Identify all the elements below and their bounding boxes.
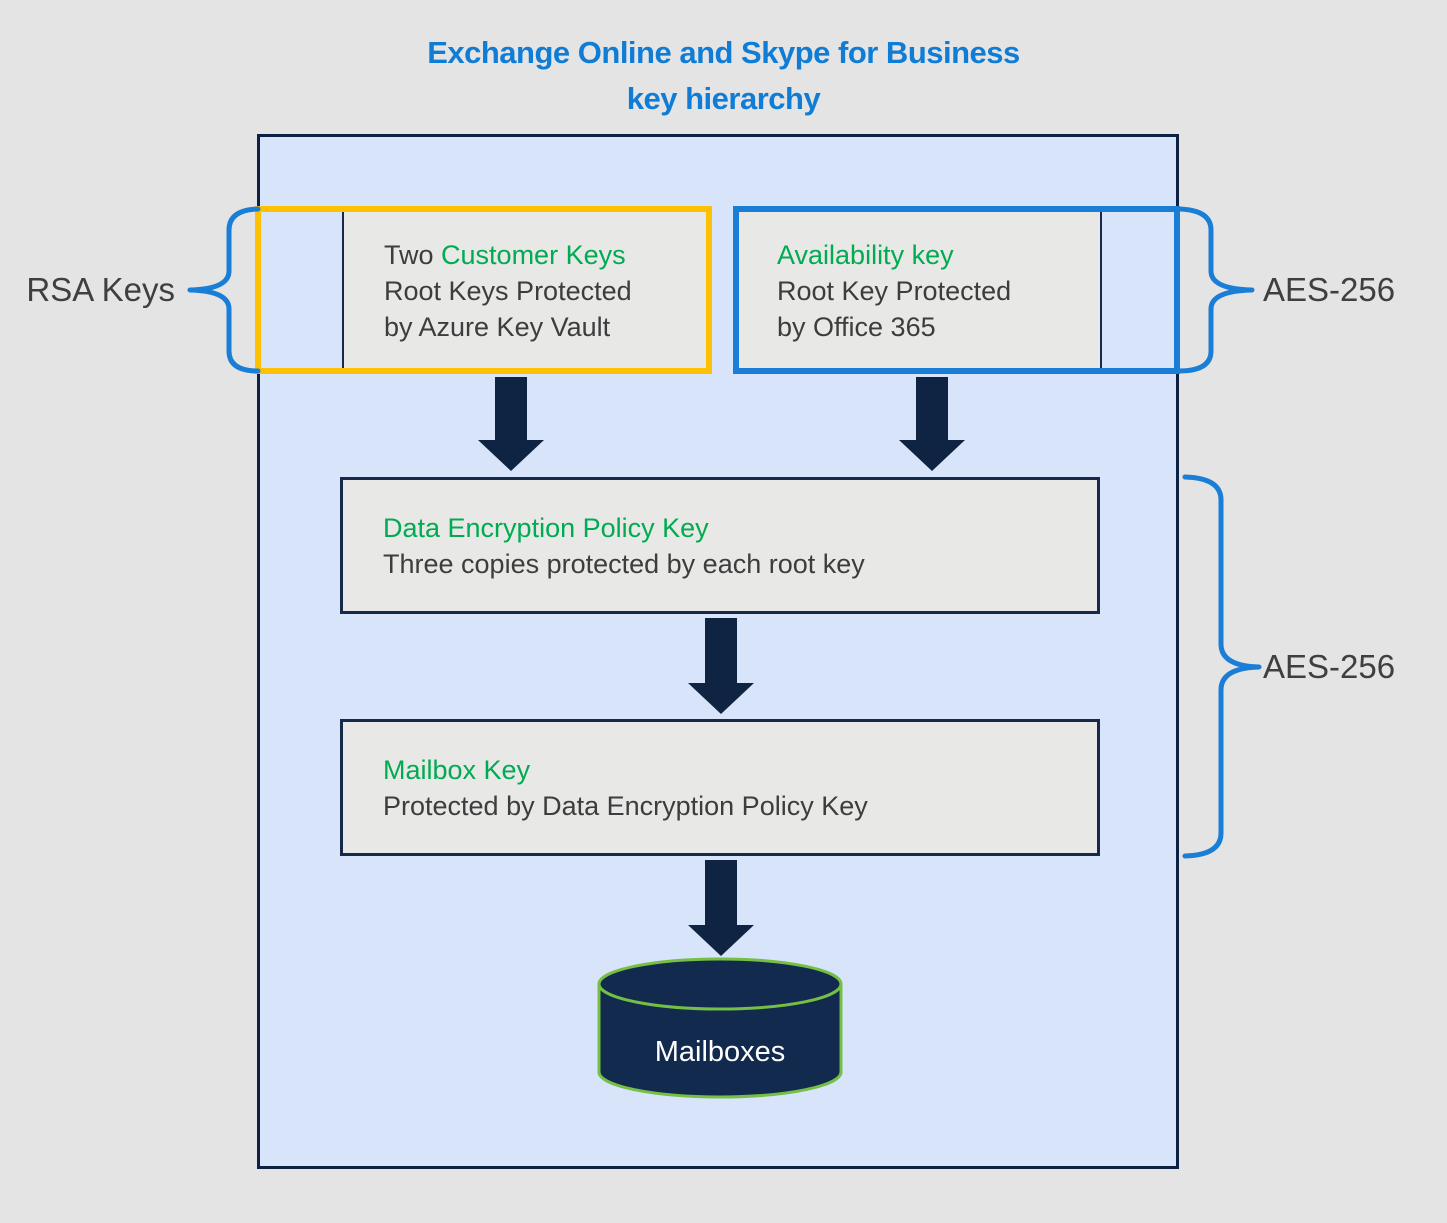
- aes-256-label-top: AES-256: [1263, 271, 1396, 308]
- right-curly-brace-top-icon: [1176, 206, 1255, 374]
- customer-keys-title-highlight: Customer Keys: [441, 239, 626, 270]
- mailbox-key-title: Mailbox Key: [383, 754, 531, 785]
- customer-keys-title: Two Customer Keys: [384, 237, 708, 273]
- mailbox-key-line2: Protected by Data Encryption Policy Key: [383, 790, 868, 821]
- rsa-keys-label: RSA Keys: [26, 271, 175, 308]
- dep-key-title: Data Encryption Policy Key: [383, 512, 709, 543]
- customer-keys-line3: by Azure Key Vault: [384, 311, 611, 342]
- page-title: Exchange Online and Skype for Business k…: [0, 30, 1447, 122]
- dep-key-line2: Three copies protected by each root key: [383, 548, 865, 579]
- right-curly-brace-middle-icon: [1182, 474, 1262, 859]
- availability-key-title: Availability key: [777, 239, 954, 270]
- availability-key-line3: by Office 365: [777, 311, 936, 342]
- customer-keys-line2: Root Keys Protected: [384, 275, 632, 306]
- availability-key-line2: Root Key Protected: [777, 275, 1012, 306]
- page-title-line2: key hierarchy: [626, 81, 821, 116]
- customer-keys-highlight-frame: [255, 206, 712, 374]
- aes-256-label-middle: AES-256: [1263, 648, 1396, 685]
- availability-key-highlight-frame: [733, 206, 1180, 374]
- mailboxes-label: Mailboxes: [654, 1036, 786, 1068]
- customer-keys-title-prefix: Two: [384, 239, 442, 270]
- page-title-line1: Exchange Online and Skype for Business: [427, 35, 1020, 70]
- customer-keys-box: Two Customer Keys Root Keys Protected by…: [342, 210, 710, 371]
- data-encryption-policy-key-box: Data Encryption Policy Key Three copies …: [340, 477, 1100, 614]
- left-curly-brace-icon: [187, 206, 261, 374]
- mailbox-key-box: Mailbox Key Protected by Data Encryption…: [340, 719, 1100, 856]
